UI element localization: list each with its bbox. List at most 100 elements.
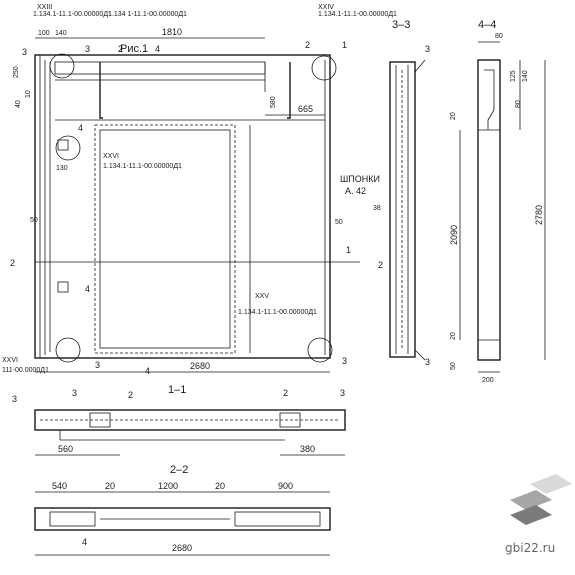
dim-140: 140	[55, 30, 67, 37]
callout-3-s33-top: 3	[425, 44, 430, 54]
section-1-1-label: 1–1	[168, 384, 186, 396]
callout-4-top: 4	[155, 44, 160, 54]
section-3-3-leader-top	[414, 59, 426, 73]
callout-2-s11-a: 2	[128, 390, 133, 400]
section-4-4-profile	[484, 69, 495, 130]
dim-1810: 1810	[162, 27, 182, 37]
dim-10: 10	[25, 90, 32, 98]
code-xxv: 1.134.1-11.1-00.00000Д1	[238, 309, 317, 316]
dim-s44-50: 50	[450, 362, 457, 370]
code-top-center: 1.134 1-11.1-00.00000Д1	[108, 11, 187, 18]
code-top-left: 1.134.1-11.1-00.00000Д1	[33, 11, 112, 18]
dim-s22-2680: 2680	[172, 543, 192, 553]
dim-s44-80-mid: 80	[515, 100, 522, 108]
dim-s44-2780: 2780	[534, 205, 544, 225]
callout-2-ml: 2	[10, 258, 15, 268]
section-2-2-label: 2–2	[170, 464, 188, 476]
embedded-plate-2	[57, 139, 69, 151]
section-4-4-label: 4–4	[478, 19, 496, 31]
main-elevation	[34, 53, 360, 363]
logo-mid	[510, 490, 552, 510]
dim-s22-20a: 20	[105, 481, 115, 491]
callout-3-s11-c: 3	[340, 388, 345, 398]
code-xxvi: 1.134.1-11.1-00.00000Д1	[103, 163, 182, 170]
section-1-1-insert-l	[89, 412, 111, 428]
section-1-1: 1–1 560 380 3 3 2 2 3	[12, 384, 346, 456]
node-circle-ml	[55, 135, 81, 161]
embedded-plate	[57, 281, 69, 293]
node-circle-bl	[55, 337, 81, 363]
dim-2680: 2680	[190, 361, 210, 371]
node-xxv: XXV	[255, 293, 269, 300]
logo-top	[530, 474, 572, 494]
dim-s44-200: 200	[482, 377, 494, 384]
callout-1-tr: 1	[342, 40, 347, 50]
callout-2-s11-b: 2	[283, 388, 288, 398]
dim-380: 380	[300, 444, 315, 454]
callout-2-mr: 2	[378, 260, 383, 270]
dim-38: 38	[373, 205, 381, 212]
section-3-3-outline	[389, 61, 416, 358]
callout-3-br: 3	[342, 356, 347, 366]
callout-4-bottom: 4	[145, 366, 150, 376]
dim-665: 665	[298, 104, 313, 114]
main-dimensions: 100 140 1810 250 40 10 130 580 665 50 50…	[13, 27, 343, 373]
code-left-bottom: 111-00.0000Д1	[2, 367, 49, 374]
dim-s44-80-top: 80	[495, 33, 503, 40]
node-xxiii: XXIII	[37, 4, 52, 11]
code-xxiv: 1.134.1-11.1-00.00000Д1	[318, 11, 397, 18]
dim-s44-20-bot: 20	[450, 332, 457, 340]
hook-left	[99, 62, 103, 119]
watermark-text: gbi22.ru	[505, 541, 555, 555]
section-2-2-outline	[34, 507, 331, 531]
dim-100: 100	[38, 30, 50, 37]
callout-4-ml: 4	[78, 123, 83, 133]
dim-130: 130	[56, 165, 68, 172]
section-1-1-insert-r	[279, 412, 301, 428]
dim-s44-140: 140	[522, 70, 529, 82]
section-3-3-leader-bot	[414, 349, 426, 361]
callout-3-top: 3	[85, 44, 90, 54]
node-xxiv: XXIV	[318, 4, 334, 11]
node-xxvi-left: XXVI	[2, 357, 18, 364]
section-4-4-outline	[477, 59, 501, 361]
dim-580: 580	[270, 96, 277, 108]
section-2-2-void-l	[49, 511, 96, 527]
callout-3-bl: 3	[95, 360, 100, 370]
dim-50-right: 50	[335, 219, 343, 226]
callout-4-s22: 4	[82, 537, 87, 547]
section-3-3-label: 3–3	[392, 19, 410, 31]
callout-2-top: 2	[118, 44, 123, 54]
top-beam	[54, 61, 266, 75]
callout-3-tl: 3	[22, 47, 27, 57]
dim-s22-20b: 20	[215, 481, 225, 491]
dim-250: 250	[13, 66, 20, 78]
section-2-2: 2–2 540 20 1200 20 900 2680 4	[34, 464, 331, 556]
dim-50-left: 50	[30, 217, 38, 224]
hook-right	[287, 62, 291, 119]
callout-3-s33-bot: 3	[425, 357, 430, 367]
section-2-2-void-r	[234, 511, 321, 527]
dim-s22-1200: 1200	[158, 481, 178, 491]
shponki-label: ШПОНКИ	[340, 174, 380, 184]
site-logo	[510, 474, 572, 525]
callout-2-tr: 2	[305, 40, 310, 50]
dim-40: 40	[15, 100, 22, 108]
dim-560: 560	[58, 444, 73, 454]
shponki-sub: А. 42	[345, 186, 366, 196]
node-circle-tr	[311, 55, 337, 81]
dim-s22-900: 900	[278, 481, 293, 491]
callout-3-s11-b: 3	[72, 388, 77, 398]
section-1-1-outline	[34, 409, 346, 431]
dim-s44-125: 125	[510, 70, 517, 82]
section-4-4: 4–4 80 125 140 80 20 2090 2780 20 50 200	[449, 19, 546, 384]
section-3-3: 3–3 3 3 38	[373, 19, 430, 367]
opening-inner	[99, 129, 231, 349]
callout-4-left: 4	[85, 284, 90, 294]
node-circle-br	[307, 337, 333, 363]
node-circle-tl	[49, 53, 75, 79]
figure-caption: Рис.1	[120, 43, 148, 55]
opening-dashed	[94, 124, 236, 354]
dim-s44-20-top: 20	[450, 112, 457, 120]
